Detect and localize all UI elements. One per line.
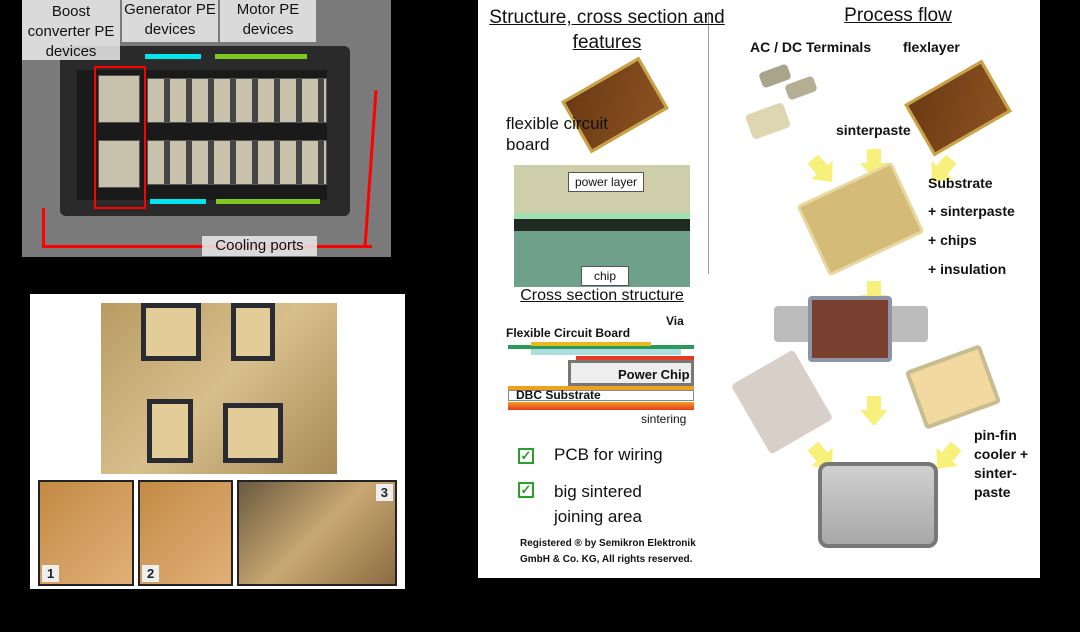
copyright: Registered ® by Semikron Elektronik GmbH… bbox=[520, 538, 696, 565]
generator-bar-top bbox=[145, 54, 201, 59]
arrow-down-icon bbox=[860, 396, 888, 426]
label-generator: Generator PE devices bbox=[122, 0, 218, 42]
final-module-image bbox=[818, 462, 938, 548]
generator-bar-bottom bbox=[150, 199, 206, 204]
motor-bar-top bbox=[215, 54, 307, 59]
cooler-image bbox=[904, 344, 1002, 430]
semikron-process-panel: Structure, cross section and features fl… bbox=[478, 0, 1040, 578]
flexlayer-label: flexlayer bbox=[903, 39, 960, 55]
flex-label: flexible circuit board bbox=[506, 114, 609, 154]
label-cooling: Cooling ports bbox=[202, 236, 317, 256]
structure-title: Structure, cross section and features bbox=[489, 7, 725, 53]
substrate-line-1: Substrate bbox=[928, 175, 993, 191]
step-photo-3: 3 bbox=[237, 480, 397, 586]
module-image bbox=[808, 296, 892, 362]
housing-image bbox=[730, 349, 834, 455]
substrate-line-4: + insulation bbox=[928, 261, 1007, 277]
substrate-line-3: + chips bbox=[928, 232, 977, 248]
inverter-photo-panel: Boost converter PE devices Generator PE … bbox=[22, 0, 391, 257]
step-photo-1: 1 bbox=[38, 480, 134, 586]
terminal-image bbox=[744, 101, 792, 141]
flexlayer-image bbox=[904, 59, 1012, 157]
label-motor: Motor PE devices bbox=[220, 0, 316, 42]
terminals-label: AC / DC Terminals bbox=[750, 39, 872, 55]
cooler-label: pin-fin cooler + sinter-paste bbox=[974, 427, 1029, 500]
feature-2: big sintered joining area bbox=[554, 482, 642, 526]
boost-converter-box bbox=[94, 66, 146, 209]
label-boost: Boost converter PE devices bbox=[22, 0, 120, 60]
feature-1: PCB for wiring bbox=[554, 445, 663, 464]
cross-section-photo: power layer chip bbox=[514, 165, 690, 287]
process-flow-title: Process flow bbox=[844, 5, 952, 26]
step-photo-2: 2 bbox=[138, 480, 233, 586]
wire-bond-photo-panel: 1 2 3 bbox=[30, 294, 405, 589]
bonded-chips-photo bbox=[101, 303, 337, 474]
motor-bar-bottom bbox=[216, 199, 320, 204]
cross-section-diagram: Flexible Circuit Board Via Power Chip DB… bbox=[506, 314, 694, 426]
sinterpaste-label: sinterpaste bbox=[836, 122, 911, 138]
check-icon: ✓ bbox=[518, 482, 534, 498]
cross-section-title: Cross section structure bbox=[520, 287, 684, 304]
substrate-line-2: + sinterpaste bbox=[928, 203, 1015, 219]
check-icon: ✓ bbox=[518, 448, 534, 464]
